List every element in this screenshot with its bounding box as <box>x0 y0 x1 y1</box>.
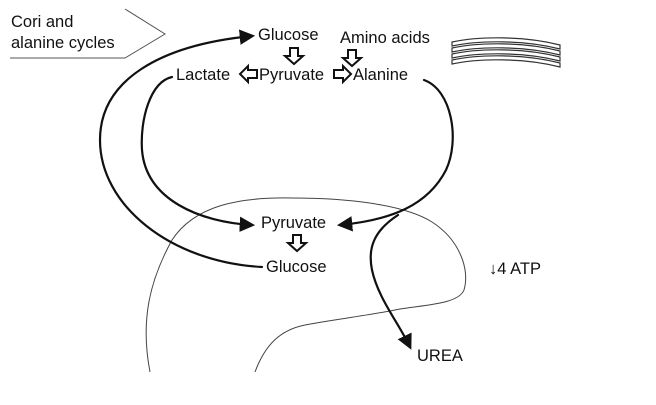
hollow-right-arrow <box>333 63 353 85</box>
node-alanine: Alanine <box>353 66 409 84</box>
urea-arrow <box>369 213 412 350</box>
node-amino-acids: Amino acids <box>340 29 430 47</box>
atp-cost-label: ↓4 ATP <box>489 260 541 278</box>
header-tab-outline <box>10 8 166 59</box>
node-glucose-muscle: Glucose <box>258 26 319 44</box>
node-glucose-liver: Glucose <box>266 258 327 276</box>
alanine-return-arrow <box>336 78 454 232</box>
hollow-left-arrow <box>238 63 258 85</box>
node-pyruvate-liver: Pyruvate <box>261 214 327 232</box>
node-pyruvate-muscle: Pyruvate <box>259 66 325 84</box>
liver-outline <box>145 197 467 373</box>
hollow-down-arrow-liver <box>285 234 309 253</box>
title-line-2: alanine cycles <box>11 34 115 52</box>
muscle-fibre-icon <box>451 37 561 68</box>
diagram-title: Cori and alanine cycles <box>11 12 115 54</box>
lactate-return-arrow <box>140 75 256 232</box>
hollow-down-arrow-amino <box>340 49 364 68</box>
glucose-export-arrow <box>98 29 264 269</box>
hollow-down-arrow <box>282 47 306 66</box>
node-lactate: Lactate <box>176 66 231 84</box>
title-line-1: Cori and <box>11 13 74 31</box>
node-urea: UREA <box>417 347 463 365</box>
